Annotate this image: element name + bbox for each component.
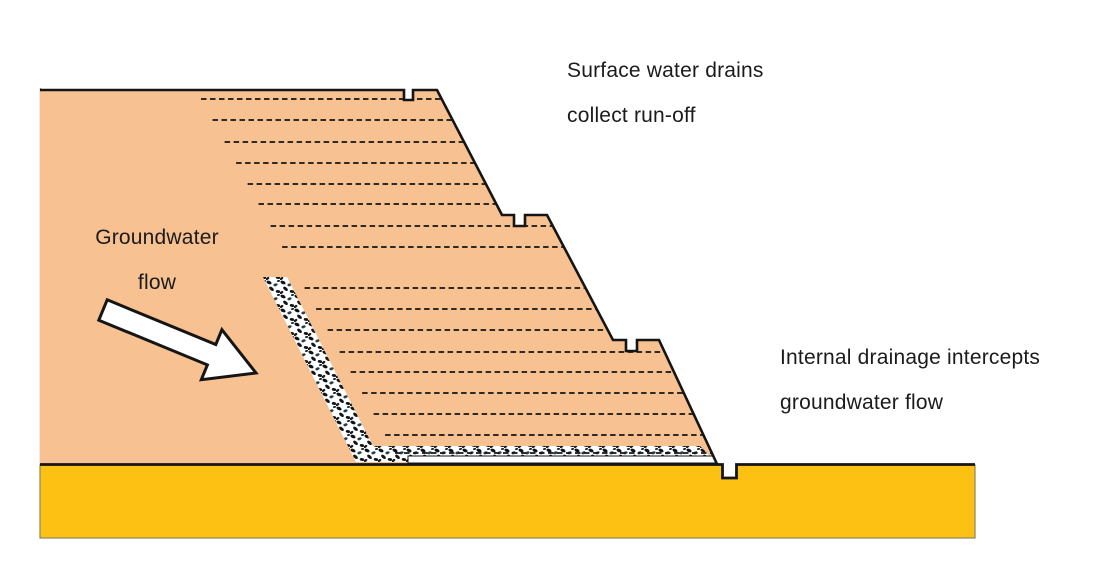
toe-drain-notch — [722, 463, 737, 478]
groundwater-flow-label: Groundwater flow — [86, 226, 228, 295]
internal-drainage-label-line1: Internal drainage intercepts — [780, 346, 1041, 369]
drain-pipe — [407, 455, 717, 464]
surface-drains-label-line1: Surface water drains — [567, 59, 764, 82]
internal-drainage-label-line2: groundwater flow — [780, 391, 944, 414]
embankment-outline — [40, 88, 719, 465]
groundwater-flow-label-line1: Groundwater — [95, 226, 219, 249]
ground-surface-line — [40, 463, 975, 480]
groundwater-flow-arrow-icon — [96, 297, 259, 382]
internal-drainage-label: Internal drainage intercepts groundwater… — [780, 346, 1040, 415]
groundwater-flow-label-line2: flow — [137, 271, 177, 294]
surface-drains-label: Surface water drains collect run-off — [567, 59, 764, 128]
foundation-layer — [39, 464, 976, 539]
surface-drains-label-line2: collect run-off — [567, 104, 696, 127]
